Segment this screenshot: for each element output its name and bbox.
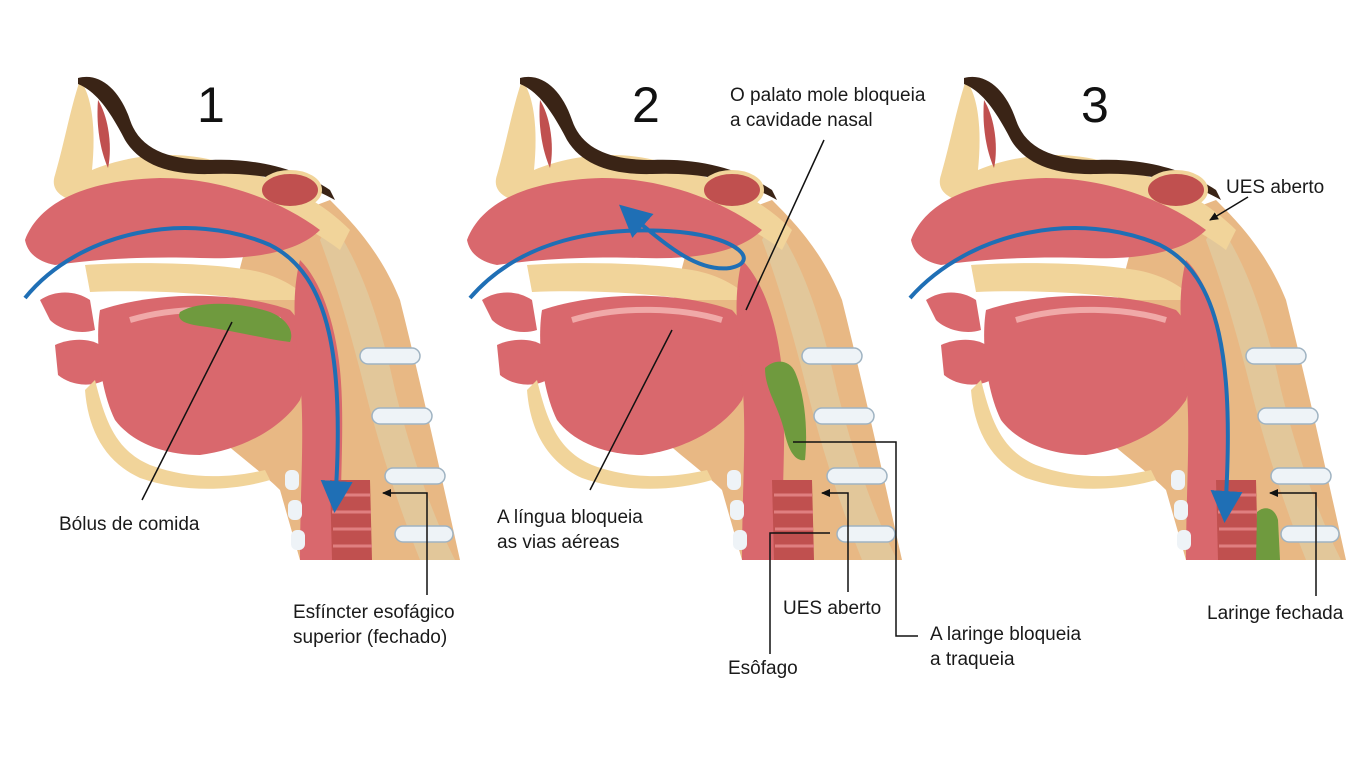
panel-1: [25, 77, 460, 560]
label-ues-open-panel-2: UES aberto: [783, 598, 882, 619]
label-larynx-closed: Laringe fechada: [1207, 603, 1344, 624]
food-path-arrow-panel-1: [23, 226, 353, 513]
leader-ues-panel-3: [1209, 196, 1249, 221]
leader-tongue: [589, 329, 673, 491]
label-tongue: A língua bloqueia as vias aéreas: [497, 507, 643, 553]
label-larynx-blocks: A laringe bloqueia a traqueia: [930, 624, 1082, 670]
bolus-panel-3: [1256, 508, 1280, 560]
food-path-arrow-panel-2: [468, 204, 746, 300]
food-path-arrow-panel-3: [908, 226, 1243, 523]
panel-3: [910, 77, 1346, 560]
leader-sphincter: [382, 489, 428, 595]
leader-bolus: [141, 321, 233, 501]
label-bolus: Bólus de comida: [59, 514, 200, 535]
leader-esophagus: [769, 532, 830, 654]
leader-larynx-panel-2: [793, 441, 918, 637]
panel-number-3: 3: [1081, 77, 1109, 133]
bolus-panel-1: [179, 303, 292, 342]
label-esophagus: Esôfago: [728, 658, 798, 679]
leader-palate: [745, 139, 825, 311]
label-soft-palate: O palato mole bloqueia a cavidade nasal: [730, 85, 926, 131]
label-ues-open-panel-3: UES aberto: [1226, 177, 1325, 198]
panel-number-1: 1: [197, 77, 225, 133]
panel-number-2: 2: [632, 77, 660, 133]
leader-ues-panel-2: [821, 489, 849, 592]
bolus-panel-2: [765, 361, 807, 461]
label-sphincter: Esfíncter esofágico superior (fechado): [293, 602, 455, 648]
panel-2: [467, 77, 902, 560]
leader-larynx-panel-3: [1269, 489, 1317, 596]
